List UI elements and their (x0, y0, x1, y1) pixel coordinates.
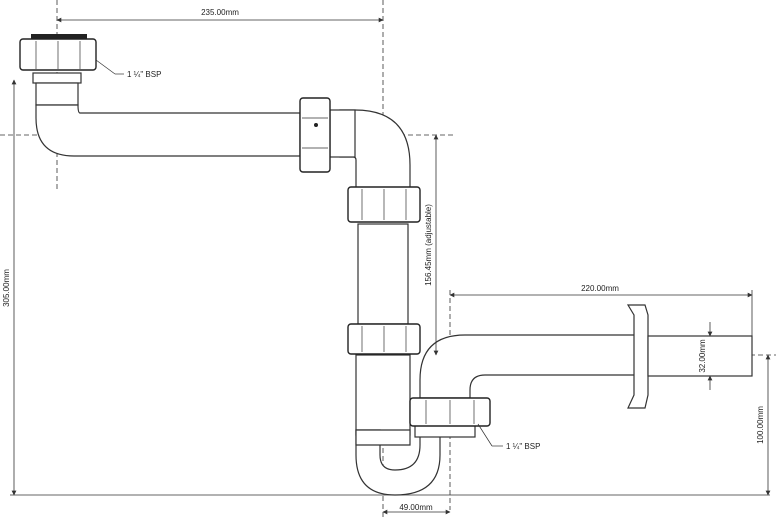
inlet-thread-callout: 1 ¼" BSP (95, 59, 161, 79)
dim-overall-height: 305.00mm (2, 79, 770, 496)
dim-outlet-height: 100.00mm (756, 354, 771, 496)
upper-slip-nut (347, 186, 421, 223)
trap-nut (409, 397, 491, 427)
pipe-body (32, 72, 753, 496)
dim-adjustable-height: 156.45mm (adjustable) (424, 134, 439, 356)
dim-outlet-diameter: 32.00mm (698, 322, 713, 390)
inlet-thread-label: 1 ¼" BSP (127, 70, 161, 79)
dim-trap-offset-label: 49.00mm (399, 503, 433, 512)
elbow-nut (299, 97, 331, 173)
dim-outlet-length-label: 220.00mm (581, 284, 619, 293)
dim-outlet-length: 220.00mm (449, 284, 753, 340)
dim-adjustable-height-label: 156.45mm (adjustable) (424, 204, 433, 286)
dim-top-width: 235.00mm (56, 8, 384, 23)
dim-overall-height-label: 305.00mm (2, 269, 11, 307)
dim-trap-offset: 49.00mm (382, 503, 451, 515)
lower-slip-nut (347, 323, 421, 355)
inlet-nut (19, 34, 97, 71)
trap-thread-label: 1 ¼" BSP (506, 442, 540, 451)
dim-top-width-label: 235.00mm (201, 8, 239, 17)
trap-thread-callout: 1 ¼" BSP (477, 423, 540, 451)
dim-outlet-diameter-label: 32.00mm (698, 339, 707, 373)
dim-outlet-height-label: 100.00mm (756, 406, 765, 444)
